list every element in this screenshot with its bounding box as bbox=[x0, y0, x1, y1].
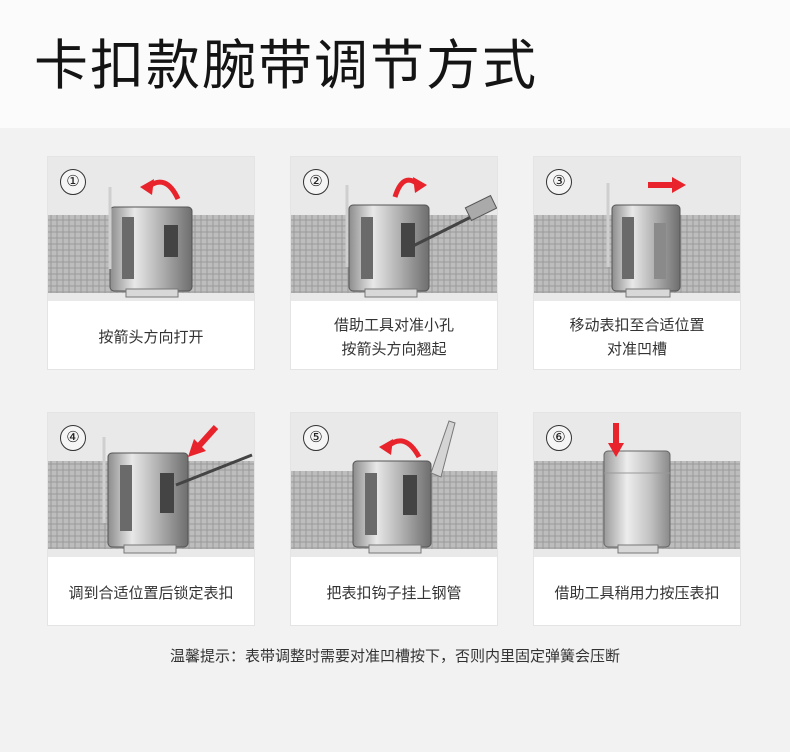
caption-line: 借助工具稍用力按压表扣 bbox=[554, 584, 720, 602]
buckle-illustration-3 bbox=[534, 177, 740, 298]
step-number-4: ④ bbox=[60, 425, 86, 451]
step-card-2: ② 借助工具对准小孔 按箭头方向翘起 bbox=[290, 156, 498, 370]
buckle-illustration-5 bbox=[291, 420, 497, 554]
buckle-slot bbox=[401, 223, 415, 257]
tool-handle bbox=[464, 194, 497, 222]
buckle-body bbox=[352, 460, 432, 548]
step-caption-4: 调到合适位置后锁定表扣 bbox=[48, 561, 254, 625]
buckle-illustration-1 bbox=[48, 179, 254, 298]
caption-line: 把表扣钩子挂上钢管 bbox=[326, 584, 462, 602]
step-card-5: ⑤ 把表扣钩子挂上钢管 bbox=[290, 412, 498, 626]
caption-line: 按箭头方向打开 bbox=[98, 328, 204, 346]
step-caption-1: 按箭头方向打开 bbox=[48, 305, 254, 369]
step-photo-6: ⑥ bbox=[534, 413, 740, 557]
buckle-cover bbox=[603, 450, 671, 548]
arrow-head bbox=[379, 439, 393, 455]
arrow-head bbox=[140, 179, 154, 195]
arrow-head bbox=[413, 177, 427, 193]
step-caption-6: 借助工具稍用力按压表扣 bbox=[534, 561, 740, 625]
step-photo-1: ① bbox=[48, 157, 254, 301]
diagonal-arrow bbox=[195, 424, 219, 450]
buckle-illustration-2 bbox=[291, 177, 497, 298]
header: 卡扣款腕带调节方式 bbox=[0, 0, 790, 128]
step-card-1: ① 按箭头方向打开 bbox=[47, 156, 255, 370]
step-number-3: ③ bbox=[546, 169, 572, 195]
caption-line: 借助工具对准小孔 bbox=[333, 316, 454, 334]
buckle-base bbox=[625, 288, 671, 298]
step-caption-3: 移动表扣至合适位置 对准凹槽 bbox=[534, 305, 740, 369]
step-photo-4: ④ bbox=[48, 413, 254, 557]
step-photo-2: ② bbox=[291, 157, 497, 301]
step-photo-3: ③ bbox=[534, 157, 740, 301]
buckle-hinge bbox=[122, 217, 134, 279]
buckle-base bbox=[123, 544, 177, 554]
buckle-slot bbox=[160, 473, 174, 513]
buckle-hinge bbox=[622, 217, 634, 279]
step-caption-2: 借助工具对准小孔 按箭头方向翘起 bbox=[291, 305, 497, 369]
step-caption-5: 把表扣钩子挂上钢管 bbox=[291, 561, 497, 625]
arrow-head bbox=[608, 443, 624, 457]
buckle-hinge bbox=[361, 217, 373, 279]
caption-line: 按箭头方向翘起 bbox=[341, 340, 447, 358]
buckle-illustration-4 bbox=[48, 424, 254, 554]
step-number-1: ① bbox=[60, 169, 86, 195]
buckle-base bbox=[368, 544, 422, 554]
step-card-4: ④ 调到合适位置后锁定表扣 bbox=[47, 412, 255, 626]
step-number-5: ⑤ bbox=[303, 425, 329, 451]
buckle-slot bbox=[403, 475, 417, 515]
buckle-hinge bbox=[365, 473, 377, 535]
arrow-head bbox=[188, 439, 206, 457]
arrow-head bbox=[672, 177, 686, 193]
buckle-base bbox=[125, 288, 179, 298]
step-number-6: ⑥ bbox=[546, 425, 572, 451]
buckle-hinge bbox=[120, 465, 132, 531]
tool-pin bbox=[175, 453, 253, 487]
steps-section: ① 按箭头方向打开 bbox=[0, 128, 790, 752]
buckle-slot bbox=[164, 225, 178, 257]
buckle-base bbox=[617, 544, 659, 554]
step-photo-5: ⑤ bbox=[291, 413, 497, 557]
buckle-hook bbox=[430, 420, 456, 478]
buckle-illustration-6 bbox=[534, 423, 740, 554]
warm-tip: 温馨提示：表带调整时需要对准凹槽按下，否则内里固定弹簧会压断 bbox=[169, 647, 620, 665]
caption-line: 移动表扣至合适位置 bbox=[569, 316, 705, 334]
buckle-slot bbox=[654, 223, 666, 279]
step-card-3: ③ 移动表扣至合适位置 对准凹槽 bbox=[533, 156, 741, 370]
caption-line: 调到合适位置后锁定表扣 bbox=[68, 584, 234, 602]
caption-line: 对准凹槽 bbox=[606, 340, 667, 358]
step-card-6: ⑥ 借助工具稍用力按压表扣 bbox=[533, 412, 741, 626]
buckle-base bbox=[364, 288, 418, 298]
page-title: 卡扣款腕带调节方式 bbox=[34, 34, 538, 97]
step-number-2: ② bbox=[303, 169, 329, 195]
